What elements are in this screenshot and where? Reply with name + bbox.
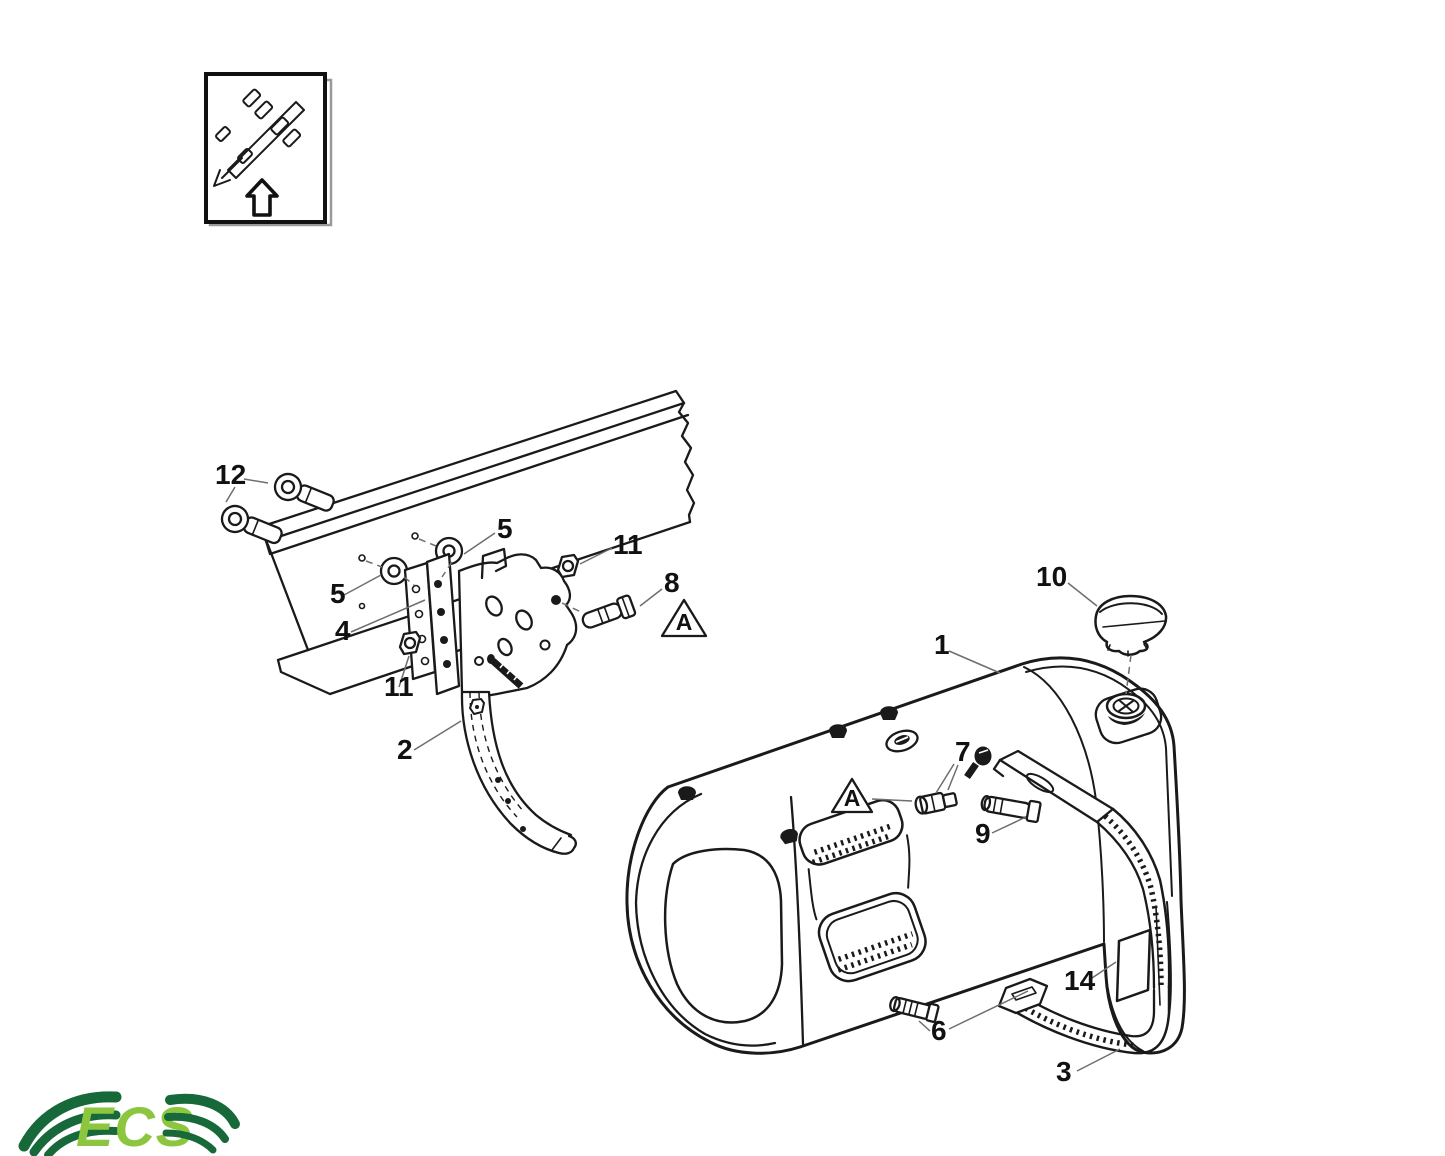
callout-4: 4 <box>335 615 351 646</box>
travel-direction-arrow-icon <box>213 157 243 187</box>
callout-labels: 12 5 4 11 5 11 8 2 1 10 7 9 6 14 3 <box>215 459 1096 1087</box>
view-marker-a-tank: A <box>830 777 874 814</box>
orientation-indicator <box>204 72 333 227</box>
callout-3: 3 <box>1056 1056 1072 1087</box>
callout-5b: 5 <box>497 513 513 544</box>
view-marker-letter: A <box>676 609 693 635</box>
fuel-tank <box>625 656 1186 1055</box>
bolt-9 <box>980 794 1042 824</box>
flange-nut-11a <box>398 630 422 656</box>
callout-6: 6 <box>931 1015 947 1046</box>
tank-plug <box>880 706 898 720</box>
tank-oval-fitting <box>885 729 919 753</box>
flange-nut-11b <box>556 553 580 579</box>
view-marker-letter: A <box>844 785 861 811</box>
mounting-bolt-12a <box>273 472 335 512</box>
ecs-logo: ECS <box>18 1091 240 1156</box>
logo-text: ECS <box>76 1095 194 1156</box>
view-marker-a-bracket: A <box>660 598 708 638</box>
strap-bolt-head <box>974 746 992 766</box>
strap-end-tab <box>997 977 1049 1015</box>
up-arrow-icon <box>245 178 279 217</box>
callout-12: 12 <box>215 459 246 490</box>
callout-8: 8 <box>664 567 680 598</box>
tank-end-panel <box>663 847 784 1024</box>
logo-right-swoosh <box>162 1093 240 1154</box>
washer-5a <box>379 556 409 586</box>
callout-11b: 11 <box>613 529 643 560</box>
logo-left-swoosh <box>18 1091 122 1156</box>
tank-steps <box>798 798 927 983</box>
callout-9: 9 <box>975 818 991 849</box>
tank-plug <box>780 829 798 845</box>
callout-5a: 5 <box>330 578 346 609</box>
filler-cap <box>1094 594 1168 657</box>
mounting-bolt-12b <box>220 504 283 545</box>
tank-decal <box>1115 928 1152 1003</box>
bracket-flange <box>425 552 461 696</box>
fitting-7 <box>914 791 958 815</box>
tank-strap <box>964 746 1171 1055</box>
support-bracket <box>457 547 578 855</box>
leader-lines <box>225 478 1132 1072</box>
callout-11a: 11 <box>384 671 414 702</box>
tank-plug <box>678 786 696 800</box>
bolt-6 <box>889 996 940 1023</box>
callout-10: 10 <box>1036 561 1067 592</box>
clevis-pin-8 <box>581 594 637 629</box>
tractor-schematic-icon <box>213 88 305 217</box>
callout-7: 7 <box>955 736 971 767</box>
tank-plug <box>829 724 847 738</box>
callout-1: 1 <box>934 629 950 660</box>
callout-2: 2 <box>397 734 413 765</box>
callout-14: 14 <box>1064 965 1096 996</box>
